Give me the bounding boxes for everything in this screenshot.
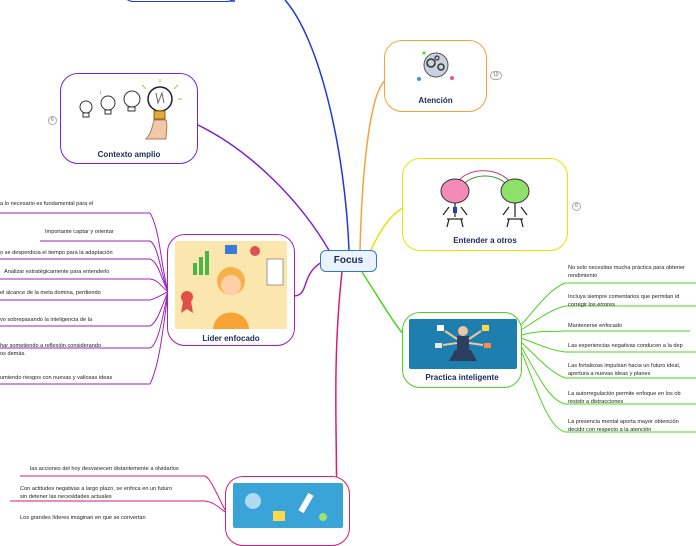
leader-item: o se desperdicia el tiempo para la adapt… [0,250,113,256]
bottom-item: Los grandes líderes imaginan en que se c… [20,515,146,521]
bottom-illustration [233,483,343,528]
bottom-node-partial[interactable] [225,476,350,546]
practice-item: La autorregulación permite enfoque en lo… [568,391,681,405]
context-node[interactable]: ! Contexto amplio [60,73,198,164]
understand-node[interactable]: Entender a otros [402,158,568,251]
practice-title: Practica inteligente [425,373,499,382]
leader-item: a lo necesario es fundamental para el [0,201,94,207]
svg-text:!: ! [100,91,101,97]
attention-badge: 10 [490,71,502,80]
leader-node[interactable]: Líder enfocado [167,234,295,346]
leader-item: umiendo riesgos con nuevas y valiosas id… [0,375,113,381]
leader-item: har sometiendo a reflexión considerando [0,343,102,349]
leader-item: Importante captar y orientar [45,229,114,235]
practice-item: Mantenerse enfocado [568,323,623,329]
multitasking-illustration [409,319,517,369]
practice-item: Las experiencias negativas conducen a la… [568,343,683,349]
practice-item: Las fortalezas impulsan hacia un futuro … [568,363,681,377]
leader-title: Líder enfocado [202,334,260,343]
leader-item: Analizar estratégicamente para entenderl… [4,269,110,275]
leader-illustration [175,241,287,329]
leader-item: el alcance de la meta domina, perdiendo [0,290,101,296]
brain-gears-icon [417,51,454,81]
practice-item: No solo necesitas mucha práctica para ob… [568,265,685,279]
two-brains-illustration [440,170,530,228]
context-title: Contexto amplio [97,150,161,159]
context-badge: 6 [48,116,57,125]
lightbulbs-illustration: ! [79,79,182,140]
root-node[interactable]: Focus [320,250,377,272]
leader-item: os demás. [0,351,26,357]
attention-node[interactable]: Atención [384,40,487,112]
bottom-item: Con actitudes negativas a largo plazo, s… [20,486,173,500]
practice-node[interactable]: Practica inteligente [402,312,522,388]
top-node-partial[interactable] [120,0,240,2]
understand-badge: 6 [572,202,581,211]
leader-item: vo sobrepasando la inteligencia de la [0,317,93,323]
bottom-item: las acciones del hoy desvanecen distante… [30,466,179,472]
understand-title: Entender a otros [453,236,517,245]
practice-item: Incluya siempre comentarios que permitan… [568,294,680,308]
attention-title: Atención [418,96,453,105]
root-label: Focus [333,255,364,266]
practice-item: La presencia mental aporta mayor obtenci… [568,419,679,433]
